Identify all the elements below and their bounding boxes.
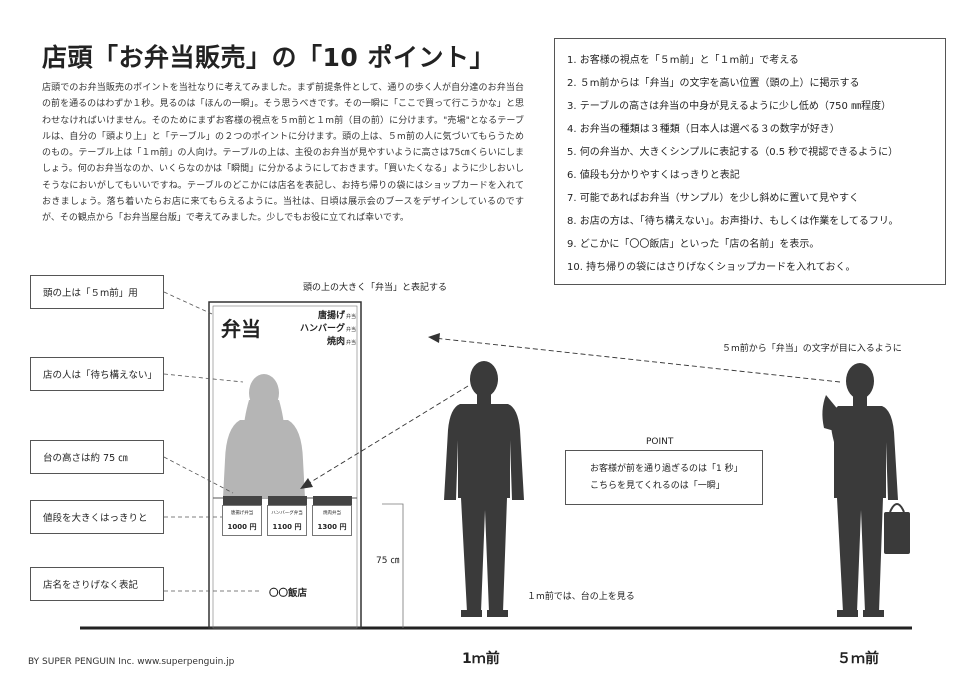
callout-height: 台の高さは約 75 ㎝ [30,440,164,474]
point-title: POINT [646,437,674,447]
point-item: 2. ５m前からは「弁当」の文字を高い位置（頭の上）に掲示する [567,78,860,89]
price-card: ハンバーグ弁当 1100 円 [267,505,307,536]
person-1m-silhouette [444,361,524,617]
point-item: 7. 可能であればお弁当（サンプル）を少し斜めに置いて見やすく [567,193,860,204]
sight-arrows [305,337,841,486]
callout-head: 頭の上は「５m前」用 [30,275,164,309]
stall-sign: 弁当 [221,317,261,341]
point-item: 8. お店の方は、「待ち構えない」。お声掛け、もしくは作業をしてるフリ。 [567,216,899,227]
point-item: 1. お客様の視点を「５m前」と「１m前」で考える [567,55,799,66]
intro-paragraph: 店頭でのお弁当販売のポイントを当社なりに考えてみました。まず前提条件として、通り… [42,83,524,224]
person-5m-silhouette [822,363,910,617]
label-5m-view: ５m前から「弁当」の文字が目に入るように [722,344,902,354]
label-5m: ５ｍ前 [837,651,879,667]
arrow-head [428,333,440,343]
label-1m: 1ｍ前 [462,651,500,667]
staff-silhouette [223,374,305,498]
callout-price: 値段を大きくはっきりと [30,500,164,534]
point-item: 4. お弁当の種類は３種類（日本人は選べる３の数字が好き） [567,124,840,135]
height-dimension [382,503,404,628]
bag-handle [889,503,905,513]
point-line: こちらを見てくれるのは「一瞬」 [590,481,725,491]
callout-staff: 店の人は「待ち構えない」 [30,357,164,391]
page-title: 店頭「お弁当販売」の「10 ポイント」 [42,43,495,72]
callout-name: 店名をさりげなく表記 [30,567,164,601]
price-card: 焼肉弁当 1300 円 [312,505,352,536]
ten-points-list: 1. お客様の視点を「５m前」と「１m前」で考える 2. ５m前からは「弁当」の… [554,38,946,285]
point-item: 9. どこかに「〇〇飯店」といった「店の名前」を表示。 [567,239,820,250]
point-item: 10. 持ち帰りの袋にはさりげなくショップカードを入れておく。 [567,262,856,273]
label-top-sign: 頭の上の大きく「弁当」と表記する [303,283,448,293]
stall-menu: 唐揚げ弁当 ハンバーグ弁当 焼肉弁当 [290,310,356,349]
point-item: 5. 何の弁当か、大きくシンプルに表記する（0.5 秒で視認できるように） [567,147,899,158]
label-75cm: 75 ㎝ [376,556,400,566]
menu-item: ハンバーグ弁当 [299,324,356,334]
bento-samples [223,496,352,505]
point-box: お客様が前を通り過ぎるのは「1 秒」 こちらを見てくれるのは「一瞬」 [565,450,763,505]
footer-credit: BY SUPER PENGUIN Inc. www.superpenguin.j… [28,657,235,667]
menu-item: 焼肉弁当 [326,337,356,347]
callout-leaders [163,291,262,592]
label-1m-view: １m前では、台の上を見る [527,592,635,602]
point-line: お客様が前を通り過ぎるのは「1 秒」 [590,464,743,474]
stall-inner-frame [212,305,358,629]
point-item: 3. テーブルの高さは弁当の中身が見えるように少し低め（750 ㎜程度） [567,101,892,112]
arrow-head [300,478,313,489]
point-item: 6. 値段も分かりやすくはっきりと表記 [567,170,740,181]
menu-item: 唐揚げ弁当 [317,311,356,321]
shop-name: 〇〇飯店 [269,588,308,599]
price-card: 唐揚げ弁当 1000 円 [222,505,262,536]
